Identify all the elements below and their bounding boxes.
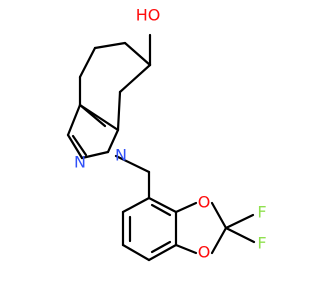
bond xyxy=(210,201,228,230)
bond xyxy=(78,103,107,128)
bond xyxy=(174,243,198,255)
bond xyxy=(121,243,151,262)
hydroxyl-label: HO xyxy=(136,6,161,25)
bond xyxy=(106,128,120,154)
molecule-diagram: HO N N O O F F xyxy=(66,6,267,262)
bond xyxy=(224,213,255,230)
nitrogen-label: N xyxy=(74,153,86,172)
oxygen-label: O xyxy=(198,193,211,212)
fluorine-label: F xyxy=(257,234,266,253)
bond xyxy=(71,134,88,157)
bond xyxy=(116,90,122,132)
bond xyxy=(93,41,127,50)
bond xyxy=(118,63,152,94)
oxygen-label: O xyxy=(198,243,211,262)
bond xyxy=(80,150,110,160)
bond xyxy=(150,240,172,254)
bond xyxy=(123,41,152,67)
bond xyxy=(224,226,256,244)
bond xyxy=(147,243,178,262)
bond-lines xyxy=(66,33,256,262)
bond xyxy=(78,46,97,79)
bond xyxy=(121,196,151,214)
nitrogen-label: N xyxy=(115,146,127,165)
bond xyxy=(150,203,172,217)
bond xyxy=(147,196,178,214)
bond xyxy=(114,154,151,174)
bond xyxy=(66,103,82,137)
bond xyxy=(210,226,228,255)
bond xyxy=(66,133,84,160)
bond xyxy=(174,201,198,214)
fluorine-label: F xyxy=(257,203,266,222)
structure-canvas: HO N N O O F F xyxy=(66,5,267,262)
